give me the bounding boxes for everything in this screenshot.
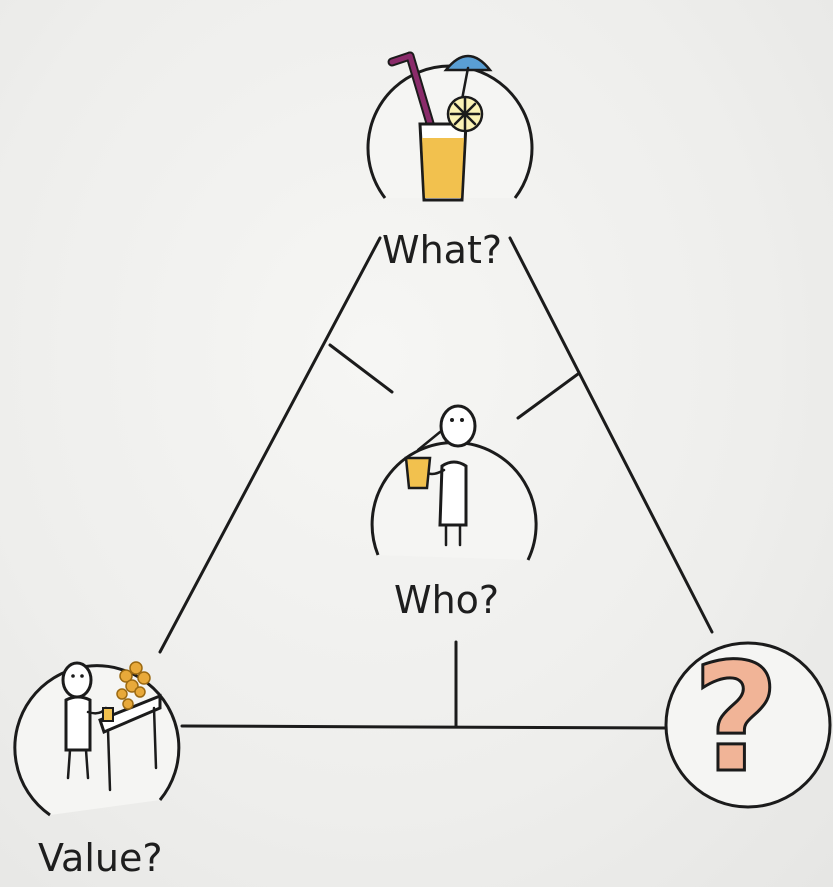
node-who-label: Who? xyxy=(394,578,499,622)
node-unknown: ? xyxy=(666,632,830,807)
node-what: What? xyxy=(368,56,532,272)
node-who: Who? xyxy=(372,406,536,622)
edge-value-unknown xyxy=(182,726,668,728)
node-value-label: Value? xyxy=(38,836,163,880)
edge-what-value xyxy=(160,238,380,652)
question-mark-icon: ? xyxy=(692,632,779,806)
spoke-left xyxy=(330,345,392,392)
node-what-label: What? xyxy=(382,228,502,272)
spoke-right xyxy=(518,374,578,418)
node-value: Value? xyxy=(15,662,179,880)
edge-what-unknown xyxy=(510,238,712,632)
